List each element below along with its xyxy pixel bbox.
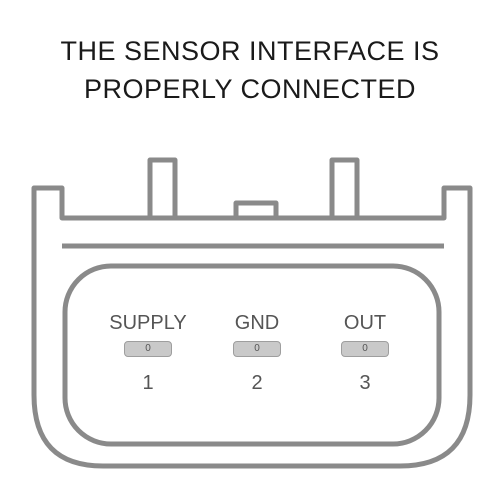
pin-label-supply: SUPPLY xyxy=(109,312,187,334)
pin-value-out: 0 xyxy=(341,341,389,357)
pin-value-supply: 0 xyxy=(124,341,172,357)
connector-outer-body xyxy=(31,185,473,469)
connector-tab-right xyxy=(329,157,360,217)
pin-value-gnd: 0 xyxy=(233,341,281,357)
connector-tab-left xyxy=(147,157,178,217)
connector-inner-cavity xyxy=(62,263,442,447)
pin-label-out: OUT xyxy=(343,312,387,334)
pin-number-3: 3 xyxy=(359,372,371,394)
page-title-line-1: THE SENSOR INTERFACE IS xyxy=(60,36,440,66)
connector-key-center xyxy=(233,200,279,217)
pin-number-1: 1 xyxy=(142,372,154,394)
pin-number-2: 2 xyxy=(251,372,263,394)
pin-label-gnd: GND xyxy=(234,312,280,334)
page-title-line-2: PROPERLY CONNECTED xyxy=(83,74,417,104)
